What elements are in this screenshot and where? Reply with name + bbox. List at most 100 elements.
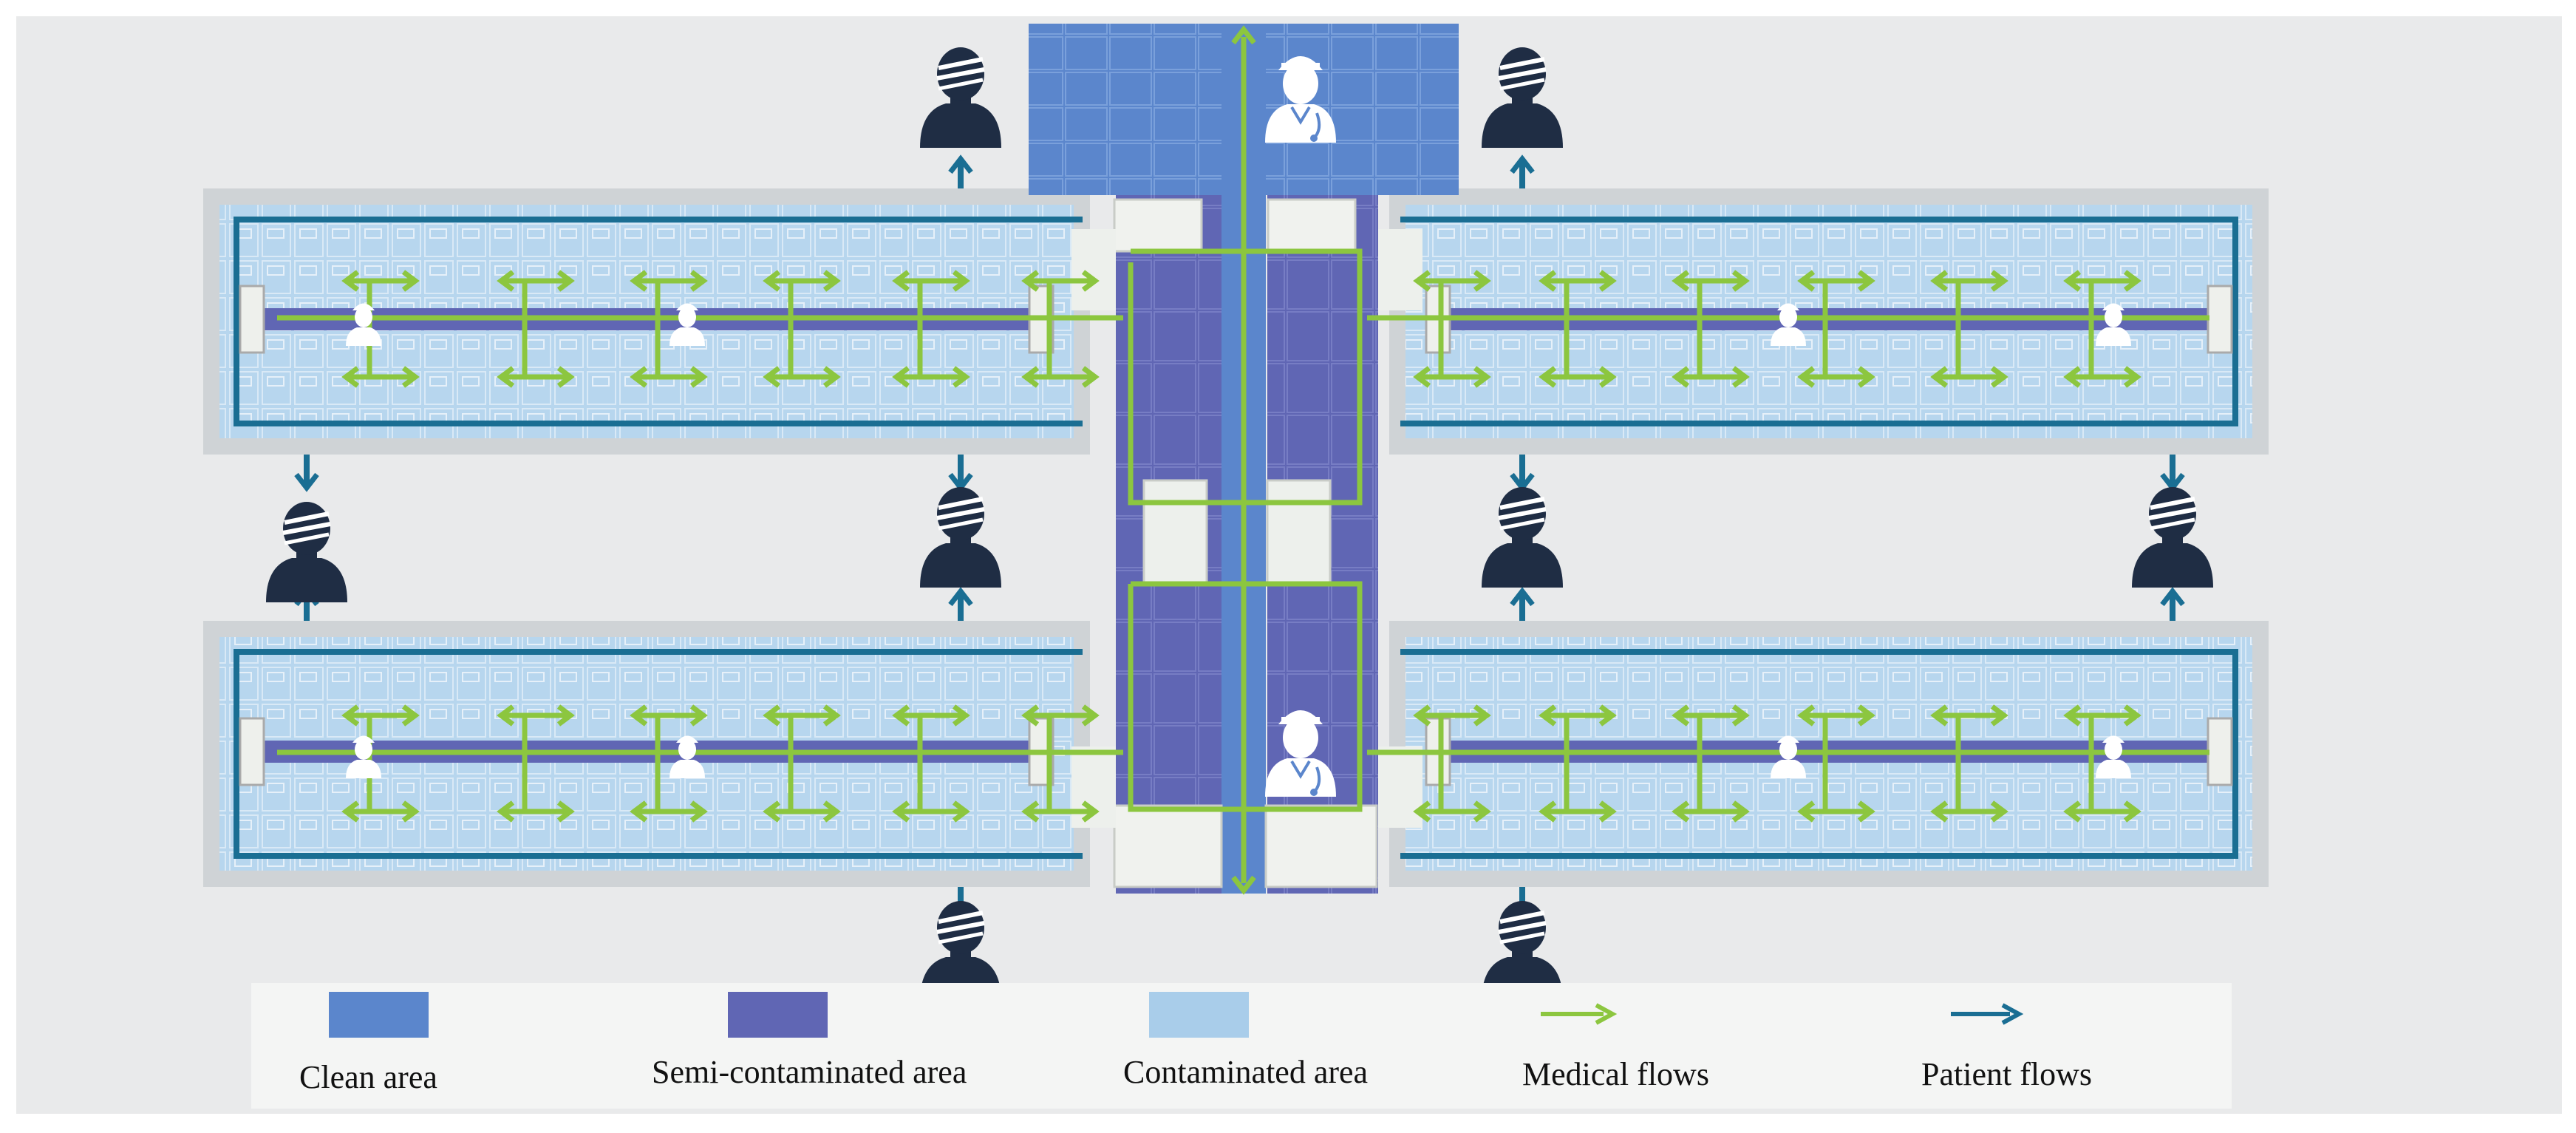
- medical-arrow-head: [2063, 270, 2082, 292]
- medical-arrow-head: [689, 800, 708, 823]
- medical-arrow-head: [1021, 270, 1040, 292]
- medical-arrow-head: [1598, 366, 1617, 388]
- medical-arrow-head: [822, 270, 841, 292]
- medical-arrow-head: [689, 366, 708, 388]
- legend-label-medical: Medical flows: [1522, 1056, 1709, 1092]
- medical-arrow-head: [822, 800, 841, 823]
- medical-arrow-head: [1672, 270, 1690, 292]
- medical-arrow-head: [763, 704, 781, 727]
- legend-label-contaminated: Contaminated area: [1123, 1054, 1369, 1090]
- legend: [251, 983, 2232, 1109]
- medical-arrow-head: [1231, 875, 1256, 895]
- medical-arrow-head: [1539, 800, 1557, 823]
- buffer-room: [1267, 198, 1357, 253]
- medical-arrow-head: [1857, 800, 1875, 823]
- buffer-room: [1071, 229, 1116, 310]
- medical-arrow-head: [892, 366, 910, 388]
- buffer-room: [1378, 746, 1422, 828]
- medical-arrow-head: [556, 366, 575, 388]
- medical-arrow-head: [1021, 366, 1040, 388]
- medical-arrow-head: [497, 800, 515, 823]
- medical-arrow-head: [401, 366, 420, 388]
- patient-corridor: [1400, 649, 2238, 859]
- medical-arrow-head: [1857, 704, 1875, 727]
- medical-arrow-head: [1598, 270, 1617, 292]
- medical-arrow-head: [1473, 704, 1491, 727]
- medical-arrow-head: [763, 800, 781, 823]
- medical-arrow-head: [1930, 704, 1949, 727]
- medical-arrow-head: [952, 366, 970, 388]
- medical-flows: [277, 25, 2209, 895]
- medical-arrow-head: [1930, 270, 1949, 292]
- medical-arrow-head: [1990, 270, 2008, 292]
- medical-arrow-head: [1539, 704, 1557, 727]
- medical-arrow-head: [1473, 366, 1491, 388]
- medical-arrow-head: [1731, 704, 1750, 727]
- medical-arrow-head: [2063, 366, 2082, 388]
- medical-arrow-head: [689, 270, 708, 292]
- medical-flow-loop: [1128, 581, 1363, 812]
- medical-arrow-head: [1672, 800, 1690, 823]
- legend-arrow-patient: [1951, 1003, 2024, 1025]
- medical-arrow-head: [1598, 704, 1617, 727]
- medical-arrow-head: [630, 704, 648, 727]
- medical-arrow-head: [1797, 270, 1816, 292]
- medical-arrow-head: [1081, 366, 1100, 388]
- medical-arrow-head: [341, 704, 360, 727]
- medical-arrow-head: [556, 800, 575, 823]
- medical-arrow-head: [2123, 366, 2141, 388]
- end-door: [239, 717, 265, 786]
- medical-arrow-head: [1413, 800, 1431, 823]
- legend-swatch-contaminated: [1149, 992, 1249, 1038]
- medical-arrow-head: [1598, 800, 1617, 823]
- medical-arrow-head: [2123, 270, 2141, 292]
- medical-arrow-head: [497, 704, 515, 727]
- medical-arrow-head: [1413, 270, 1431, 292]
- ward-wing: [1389, 188, 2269, 455]
- medical-arrow-head: [556, 270, 575, 292]
- medical-arrow-head: [1413, 366, 1431, 388]
- buffer-room: [1113, 804, 1223, 888]
- medical-arrow-head: [1672, 704, 1690, 727]
- medical-arrow-head: [1990, 366, 2008, 388]
- patient-arrow-head: [294, 472, 319, 492]
- medical-arrow-head: [689, 704, 708, 727]
- buffer-room: [1378, 229, 1422, 310]
- medical-arrow-head: [1021, 704, 1040, 727]
- medical-arrow-head: [1731, 366, 1750, 388]
- legend-swatch-clean: [329, 992, 429, 1038]
- medical-arrow-head: [1930, 366, 1949, 388]
- legend-swatch-semi: [728, 992, 828, 1038]
- medical-arrow-head: [1990, 704, 2008, 727]
- legend-label-semi: Semi-contaminated area: [652, 1054, 967, 1090]
- medical-arrow-head: [1413, 704, 1431, 727]
- ward-wing: [203, 188, 1090, 455]
- medical-arrow-head: [1857, 366, 1875, 388]
- patient-arrow-head: [948, 154, 973, 174]
- medical-arrow-head: [952, 270, 970, 292]
- medical-arrow-head: [952, 704, 970, 727]
- medical-arrow-head: [1797, 800, 1816, 823]
- medical-arrow-head: [2123, 704, 2141, 727]
- medical-arrow-head: [1473, 800, 1491, 823]
- medical-arrow-head: [2063, 704, 2082, 727]
- legend-arrow-medical: [1541, 1003, 1618, 1025]
- buffer-room: [1266, 479, 1332, 585]
- medical-arrow-head: [497, 270, 515, 292]
- legend-label-clean: Clean area: [299, 1059, 437, 1095]
- medical-arrow-head: [1081, 704, 1100, 727]
- patient-arrow-head: [1510, 154, 1535, 174]
- medical-arrow-head: [892, 800, 910, 823]
- buffer-room: [1142, 479, 1208, 585]
- medical-arrow-head: [892, 270, 910, 292]
- patient-arrow-head: [2160, 587, 2185, 607]
- medical-arrow-head: [1797, 366, 1816, 388]
- medical-arrow-head: [1990, 800, 2008, 823]
- medical-arrow-head: [1930, 800, 1949, 823]
- medical-arrow-head: [1672, 366, 1690, 388]
- medical-arrow-head: [401, 704, 420, 727]
- medical-arrow-head: [1081, 270, 1100, 292]
- medical-arrow-head: [763, 366, 781, 388]
- patient-corridor: [234, 217, 1083, 426]
